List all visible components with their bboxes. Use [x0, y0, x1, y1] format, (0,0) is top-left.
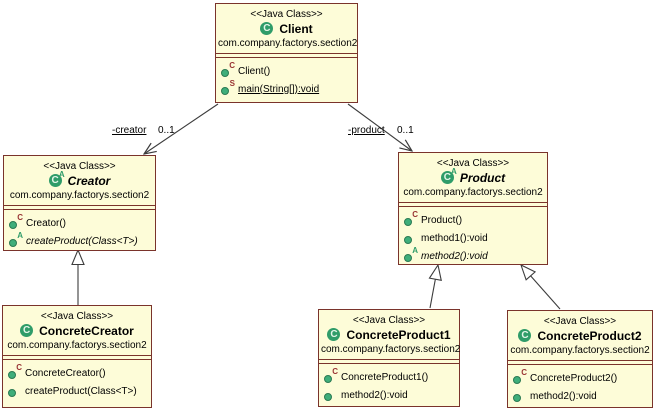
methods-compartment: C Client() S main(String[]):void — [216, 58, 357, 98]
package-label: com.company.factorys.section2 — [403, 187, 543, 198]
java-class-icon — [518, 329, 534, 343]
abstract-method-icon: A — [9, 232, 23, 248]
edge-role-creator[interactable]: -creator — [112, 125, 147, 136]
generalization-concreteproduct1-product[interactable] — [428, 263, 442, 309]
static-method-icon: S — [221, 80, 235, 96]
public-method-icon — [8, 384, 21, 398]
methods-compartment: C ConcreteProduct1() method2():void — [319, 364, 459, 404]
fields-compartment — [319, 359, 459, 364]
edge-multiplicity-product[interactable]: 0..1 — [397, 125, 414, 136]
constructor-method-icon: C — [9, 214, 23, 230]
package-label: com.company.factorys.section2 — [218, 38, 358, 49]
methods-compartment: C Product() method1():void A method2():v… — [399, 207, 547, 265]
constructor-method-icon: C — [8, 364, 22, 380]
class-header: <<Java Class>> ConcreteCreator com.compa… — [3, 306, 151, 355]
java-class-icon — [327, 328, 343, 342]
constructor-method-icon: C — [324, 368, 338, 384]
class-name: ConcreteProduct1 — [346, 328, 451, 342]
stereotype-label: <<Java Class>> — [436, 158, 510, 169]
stereotype-label: <<Java Class>> — [352, 315, 426, 326]
public-method-icon — [324, 388, 337, 402]
package-label: com.company.factorys.section2 — [7, 340, 147, 351]
java-abstract-class-icon: A — [440, 168, 457, 185]
stereotype-label: <<Java Class>> — [250, 9, 323, 20]
method-row[interactable]: C Product() — [404, 211, 545, 229]
fields-compartment — [216, 53, 357, 58]
method-row[interactable]: method1():void — [404, 229, 545, 247]
package-label: com.company.factorys.section2 — [321, 344, 461, 355]
method-row[interactable]: method2():void — [513, 387, 650, 405]
abstract-method-icon: A — [404, 247, 418, 263]
edge-role-product[interactable]: -product — [348, 125, 385, 136]
java-abstract-class-icon: A — [48, 171, 65, 188]
class-header: <<Java Class>> ConcreteProduct2 com.comp… — [508, 311, 652, 360]
stereotype-label: <<Java Class>> — [43, 161, 116, 172]
constructor-method-icon: C — [404, 211, 418, 227]
class-name: ConcreteCreator — [39, 324, 134, 338]
fields-compartment — [508, 360, 652, 365]
class-header: <<Java Class>> ConcreteProduct1 com.comp… — [319, 310, 461, 359]
fields-compartment — [399, 202, 547, 207]
class-name: Creator — [67, 174, 111, 188]
class-header: <<Java Class>> A Product com.company.fac… — [399, 153, 547, 202]
association-client-product[interactable] — [347, 103, 412, 151]
generalization-concreteproduct2-product[interactable] — [520, 263, 561, 310]
constructor-method-icon: C — [513, 369, 527, 385]
fields-compartment — [4, 205, 155, 210]
public-method-icon — [404, 231, 417, 245]
class-box-concreteproduct2[interactable]: <<Java Class>> ConcreteProduct2 com.comp… — [507, 310, 653, 408]
method-row[interactable]: C Creator() — [9, 214, 153, 232]
method-row[interactable]: C ConcreteProduct1() — [324, 368, 457, 386]
method-row[interactable]: C ConcreteCreator() — [8, 364, 149, 382]
class-box-concreteproduct1[interactable]: <<Java Class>> ConcreteProduct1 com.comp… — [318, 309, 460, 407]
methods-compartment: C ConcreteCreator() createProduct(Class<… — [3, 360, 151, 400]
method-row[interactable]: S main(String[]):void — [221, 80, 355, 98]
class-name: Client — [279, 22, 313, 36]
java-class-icon — [20, 324, 36, 338]
stereotype-label: <<Java Class>> — [40, 311, 114, 322]
java-class-icon — [260, 22, 276, 36]
method-row[interactable]: C Client() — [221, 62, 355, 80]
class-header: <<Java Class>> A Creator com.company.fac… — [4, 156, 155, 205]
method-row[interactable]: A createProduct(Class<T>) — [9, 232, 153, 250]
package-label: com.company.factorys.section2 — [9, 190, 150, 201]
class-header: <<Java Class>> Client com.company.factor… — [216, 4, 357, 53]
association-client-creator[interactable] — [144, 103, 219, 154]
stereotype-label: <<Java Class>> — [543, 316, 617, 327]
package-label: com.company.factorys.section2 — [510, 345, 650, 356]
fields-compartment — [3, 355, 151, 360]
class-box-creator[interactable]: <<Java Class>> A Creator com.company.fac… — [3, 155, 156, 251]
method-row[interactable]: method2():void — [324, 386, 457, 404]
class-box-product[interactable]: <<Java Class>> A Product com.company.fac… — [398, 152, 548, 265]
method-row[interactable]: C ConcreteProduct2() — [513, 369, 650, 387]
class-name: ConcreteProduct2 — [537, 329, 642, 343]
method-row[interactable]: A method2():void — [404, 247, 545, 265]
constructor-method-icon: C — [221, 62, 235, 78]
public-method-icon — [513, 389, 526, 403]
methods-compartment: C ConcreteProduct2() method2():void — [508, 365, 652, 405]
class-name: Product — [459, 171, 506, 185]
methods-compartment: C Creator() A createProduct(Class<T>) — [4, 210, 155, 250]
class-box-concretecreator[interactable]: <<Java Class>> ConcreteCreator com.compa… — [2, 305, 152, 408]
class-box-client[interactable]: <<Java Class>> Client com.company.factor… — [215, 3, 358, 103]
edge-multiplicity-creator[interactable]: 0..1 — [158, 125, 175, 136]
method-row[interactable]: createProduct(Class<T>) — [8, 382, 149, 400]
